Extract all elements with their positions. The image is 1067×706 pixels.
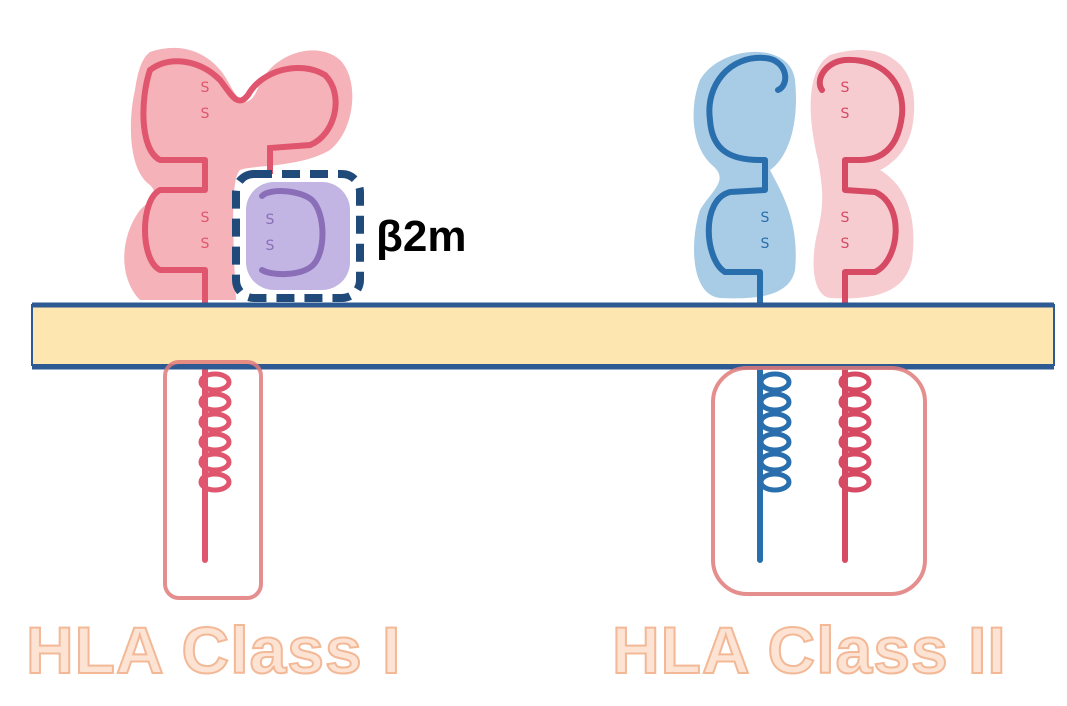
coil-turn xyxy=(838,411,872,433)
class2-beta-chain xyxy=(810,50,915,563)
disulfide-s: S xyxy=(841,106,850,122)
coil-turn xyxy=(838,471,872,493)
coil-turn xyxy=(838,391,872,413)
coil-turn xyxy=(758,371,792,393)
disulfide-s: S xyxy=(761,236,770,252)
coil-turn xyxy=(198,471,232,493)
class2-title: HLA Class II xyxy=(611,612,1007,688)
disulfide-s: S xyxy=(201,80,210,96)
b2m-domain xyxy=(232,170,364,302)
class2-beta-blob xyxy=(810,50,915,299)
coil-turn xyxy=(198,371,232,393)
coil-turn xyxy=(198,431,232,453)
disulfide-s: S xyxy=(841,236,850,252)
class2-alpha-coil xyxy=(758,371,792,493)
class2-tail-box xyxy=(711,366,927,596)
disulfide-s: S xyxy=(841,80,850,96)
b2m-label: β2m xyxy=(376,212,467,261)
coil-turn xyxy=(758,431,792,453)
class1-chain xyxy=(140,67,208,563)
coil-turn xyxy=(198,411,232,433)
class2-alpha-blob xyxy=(693,51,796,299)
coil-turn xyxy=(198,451,232,473)
class1-chain-top xyxy=(147,58,339,178)
disulfide-s: S xyxy=(266,238,275,254)
coil-turn xyxy=(838,451,872,473)
b2m-chain xyxy=(259,188,326,278)
coil-turn xyxy=(758,451,792,473)
coil-turn xyxy=(758,391,792,413)
disulfide-s: S xyxy=(841,210,850,226)
coil-turn xyxy=(758,411,792,433)
class2-alpha-chain-line xyxy=(705,54,789,563)
class1-domain-blob xyxy=(124,47,353,300)
disulfide-s: S xyxy=(201,236,210,252)
cell-membrane xyxy=(31,302,1055,370)
class2-beta-chain-line xyxy=(816,56,906,563)
disulfide-s: S xyxy=(201,210,210,226)
class2-beta-coil xyxy=(838,371,872,493)
class1-title: HLA Class I xyxy=(25,612,402,688)
class2-alpha-chain xyxy=(693,51,796,563)
coil-turn xyxy=(758,471,792,493)
disulfide-s: S xyxy=(266,212,275,228)
coil-turn xyxy=(838,371,872,393)
class1-tail-box xyxy=(163,360,263,600)
coil-turn xyxy=(198,391,232,413)
coil-turn xyxy=(838,431,872,453)
b2m-fill xyxy=(246,182,350,290)
disulfide-s: S xyxy=(761,210,770,226)
class1-heavy-chain xyxy=(124,47,353,563)
disulfide-s: S xyxy=(201,106,210,122)
class1-coil xyxy=(198,371,232,493)
